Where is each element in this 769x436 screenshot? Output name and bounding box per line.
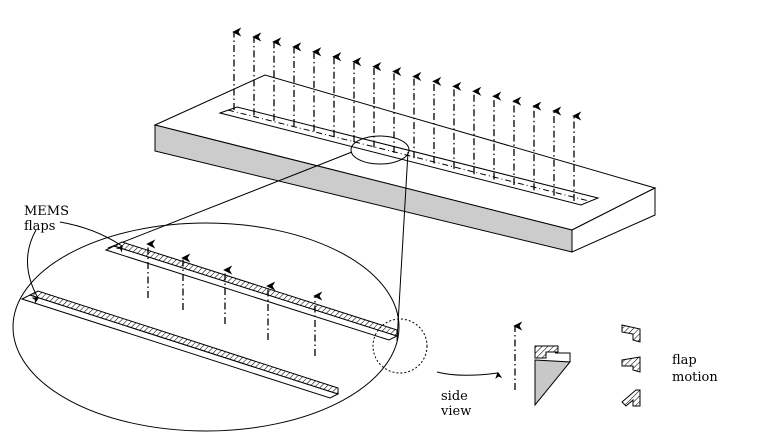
flap-hatched-icon — [621, 356, 641, 373]
mems-pointer-lower — [27, 229, 40, 304]
flap-motion-label-line1: flap — [672, 353, 697, 368]
magnified-arrows — [146, 239, 323, 356]
flap-motion-icons — [621, 324, 641, 407]
mems-pointer-upper — [59, 221, 123, 253]
flap-hatched-icon — [621, 324, 641, 343]
side-view-label-line1: side — [441, 389, 468, 404]
flap-motion-label-line2: motion — [672, 370, 718, 385]
slot-arrows — [232, 27, 582, 201]
side-view-pointer — [436, 371, 503, 380]
side-view-wedge — [534, 359, 572, 407]
side-view — [513, 321, 572, 407]
mems-label-line1: MEMS — [24, 204, 70, 219]
flap-upper-hatched — [112, 241, 398, 337]
side-view-detail-circle — [372, 318, 428, 374]
magnified-view — [12, 222, 400, 432]
slot-centerline — [227, 109, 590, 202]
mems-label-line2: flaps — [24, 219, 56, 234]
side-view-substrate-outline — [555, 352, 571, 362]
zoom-line-right — [396, 151, 409, 342]
flap-strip-lower — [20, 294, 340, 399]
flap-hatched-icon — [621, 389, 641, 407]
zoom-line-left — [107, 151, 353, 249]
side-view-label-line2: view — [441, 404, 472, 419]
magnified-ellipse — [12, 222, 400, 432]
side-view-flap — [534, 345, 559, 359]
slab — [153, 74, 657, 253]
slab-side-face — [571, 187, 656, 253]
zoom-region-ellipse — [350, 135, 410, 165]
